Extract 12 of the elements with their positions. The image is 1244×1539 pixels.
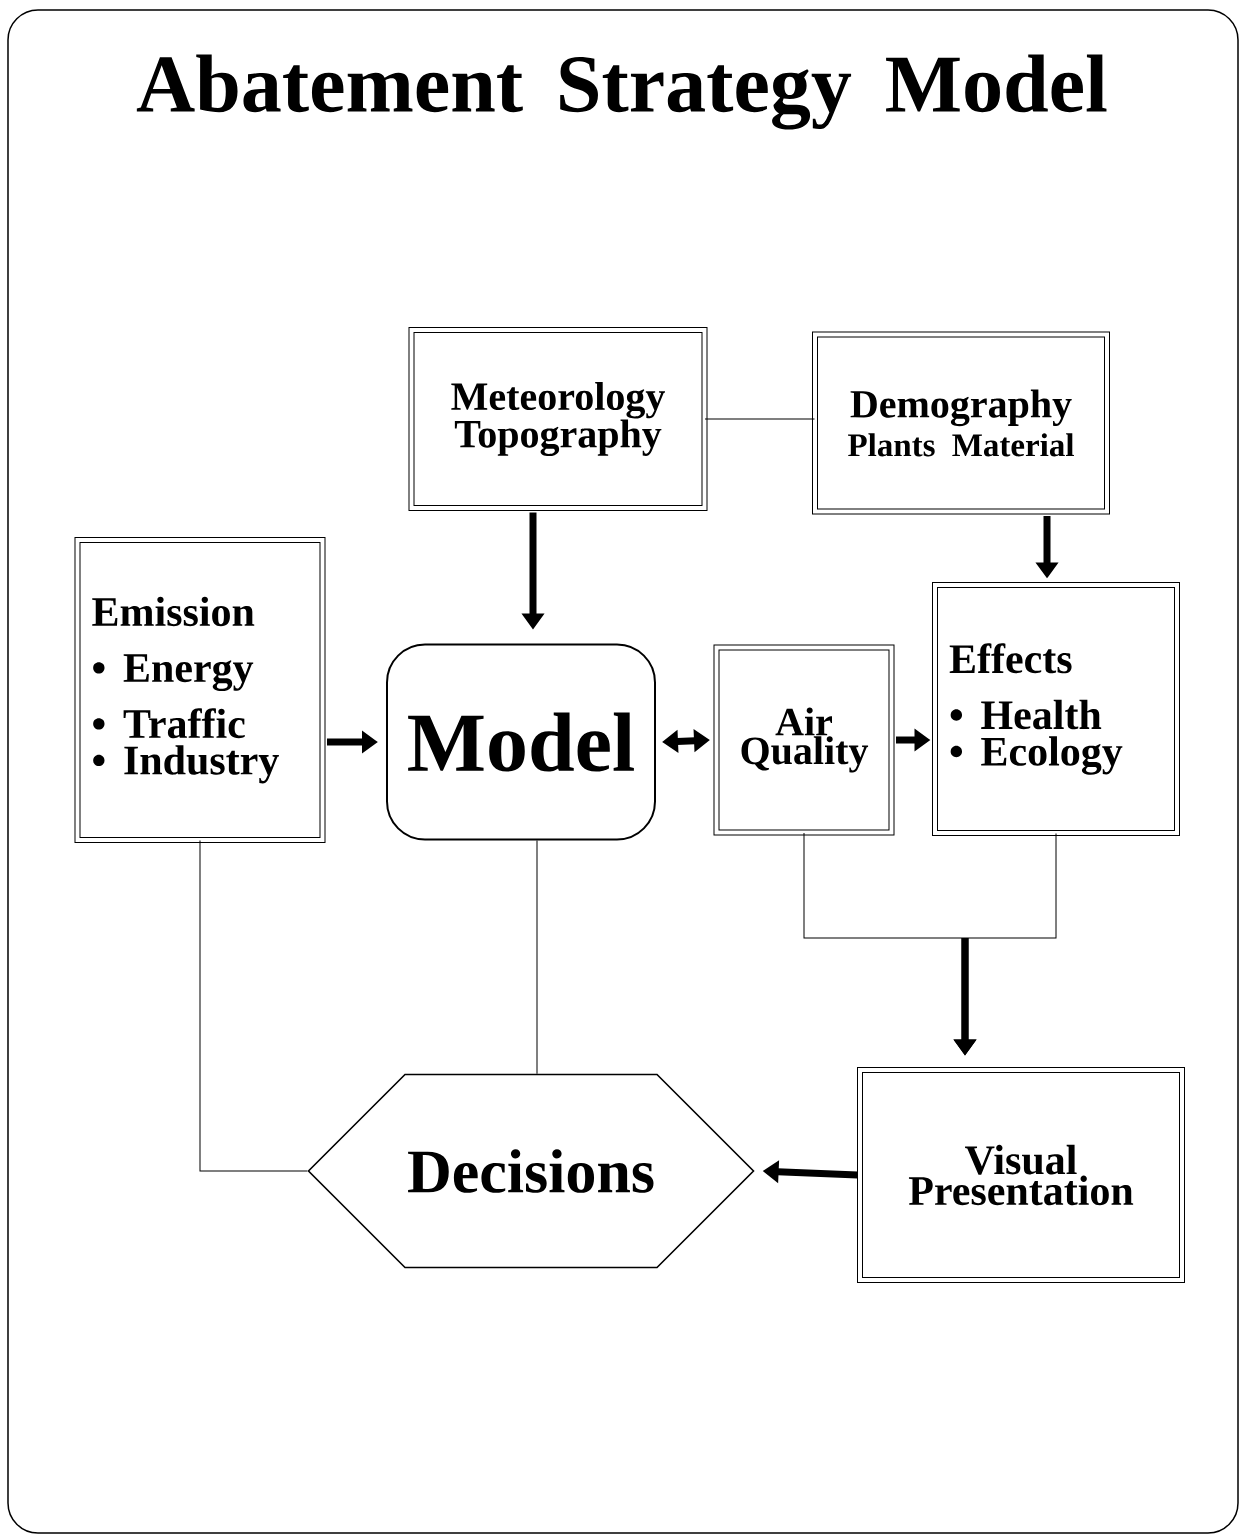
decision-hexagon: Decisions — [307, 1073, 755, 1269]
model-box: Model — [386, 643, 656, 841]
process-box: Meteorology Topography — [408, 327, 708, 511]
process-box: Emission • Energy • Traffic • Industry — [74, 537, 326, 843]
connector-line — [536, 840, 538, 1075]
process-box: Effects • Health • Ecology — [932, 582, 1180, 836]
process-box: Demography Plants Material — [812, 331, 1110, 515]
process-box: Air Quality — [713, 644, 895, 836]
connector-line — [199, 840, 308, 1172]
process-box: Visual Presentation — [857, 1067, 1185, 1283]
title: Abatement Strategy Model — [136, 54, 1107, 130]
connector-line — [704, 418, 815, 420]
